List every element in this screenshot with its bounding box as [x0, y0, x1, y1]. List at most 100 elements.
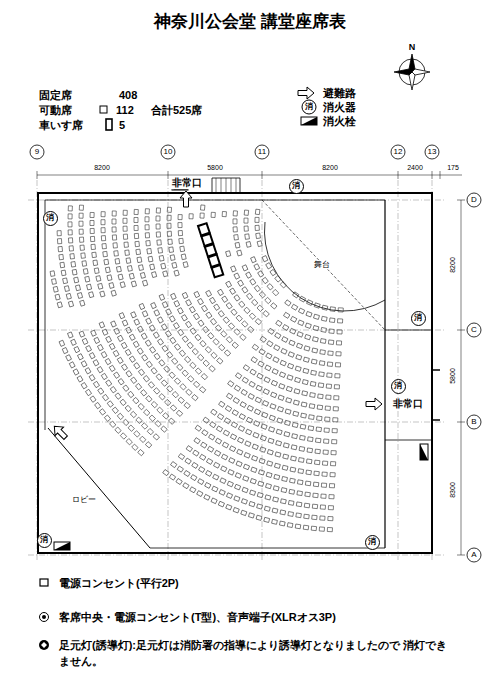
seat	[314, 460, 319, 465]
evacuation-arrow	[366, 398, 382, 410]
seat	[66, 355, 72, 361]
seat	[165, 399, 171, 405]
extinguisher-circle: 消	[411, 311, 426, 326]
seat	[167, 386, 173, 392]
seat	[139, 265, 144, 271]
seat	[137, 348, 143, 354]
grid-axis: C	[470, 325, 478, 334]
seat	[215, 438, 221, 444]
seat	[259, 458, 265, 463]
room-name: 舞台	[313, 260, 331, 269]
seat	[330, 307, 336, 312]
seat	[193, 450, 199, 456]
seat	[90, 236, 94, 241]
seat	[296, 343, 302, 348]
seat	[266, 353, 272, 359]
seat	[330, 473, 335, 477]
seat	[148, 256, 153, 262]
legend-text: 客席中央・電源コンセント(T型)、音声端子(XLRオス3P)	[58, 611, 337, 624]
seat	[133, 397, 139, 403]
seat	[271, 392, 277, 398]
compass	[412, 69, 430, 75]
fire-hydrant	[54, 542, 70, 550]
seat	[105, 358, 111, 364]
seat	[264, 517, 270, 522]
seat	[79, 331, 85, 337]
seat	[288, 352, 294, 358]
seat	[134, 217, 138, 222]
seat	[121, 342, 127, 348]
seat	[242, 487, 248, 492]
seat	[186, 300, 192, 306]
seat	[296, 355, 302, 360]
seat	[277, 418, 283, 423]
seat	[288, 500, 294, 505]
seat	[275, 452, 281, 457]
seat	[265, 495, 271, 500]
seat	[269, 415, 275, 420]
seat	[144, 409, 150, 415]
seat	[234, 273, 240, 279]
seat	[322, 305, 328, 310]
seat	[202, 430, 208, 436]
seat	[228, 381, 234, 387]
seat	[93, 360, 99, 366]
seat	[268, 438, 274, 443]
seat	[336, 352, 341, 356]
seat	[243, 365, 249, 371]
seat	[252, 344, 258, 350]
seat	[304, 346, 310, 351]
seat	[327, 527, 332, 531]
seat	[311, 359, 317, 364]
seat	[61, 270, 66, 276]
seat	[242, 287, 248, 293]
seat	[263, 401, 269, 407]
seat	[73, 369, 79, 375]
seat	[106, 380, 112, 386]
legend-text: 足元灯(誘導灯):足元灯は消防署の指導により誘導灯となりましたので 消灯できませ…	[58, 638, 452, 670]
seat	[170, 337, 176, 343]
seat	[79, 229, 83, 234]
seat	[113, 243, 117, 248]
seat	[195, 334, 201, 340]
seat	[237, 250, 242, 256]
seat	[295, 524, 301, 529]
seat	[231, 266, 237, 272]
seat	[226, 337, 232, 343]
seat	[319, 372, 325, 377]
seat	[145, 209, 149, 214]
seat	[118, 274, 123, 280]
seat	[205, 347, 211, 353]
seat	[218, 501, 224, 507]
exit-label: 非常口	[392, 398, 424, 410]
seat	[233, 211, 237, 216]
seat	[107, 275, 112, 281]
seat	[293, 411, 299, 416]
seat	[101, 228, 105, 233]
seat	[239, 414, 245, 420]
seat	[291, 316, 297, 322]
seat	[145, 217, 149, 222]
seat	[270, 269, 276, 275]
seat	[159, 294, 165, 300]
seat	[57, 239, 61, 244]
seat	[69, 362, 75, 368]
seat	[289, 340, 295, 346]
seat	[309, 404, 315, 409]
seat	[322, 461, 327, 465]
seat	[162, 345, 168, 351]
seat	[297, 491, 303, 496]
seat	[314, 314, 320, 319]
seat-rows	[50, 205, 343, 532]
seat	[81, 383, 87, 389]
seat	[236, 461, 242, 467]
seat	[153, 434, 159, 440]
seat	[303, 357, 309, 362]
seat	[129, 356, 135, 362]
seat	[226, 493, 232, 499]
seat	[123, 226, 127, 231]
seat	[82, 338, 88, 344]
seat	[113, 350, 119, 356]
seat	[301, 413, 307, 418]
hydrant-sample	[301, 117, 317, 125]
